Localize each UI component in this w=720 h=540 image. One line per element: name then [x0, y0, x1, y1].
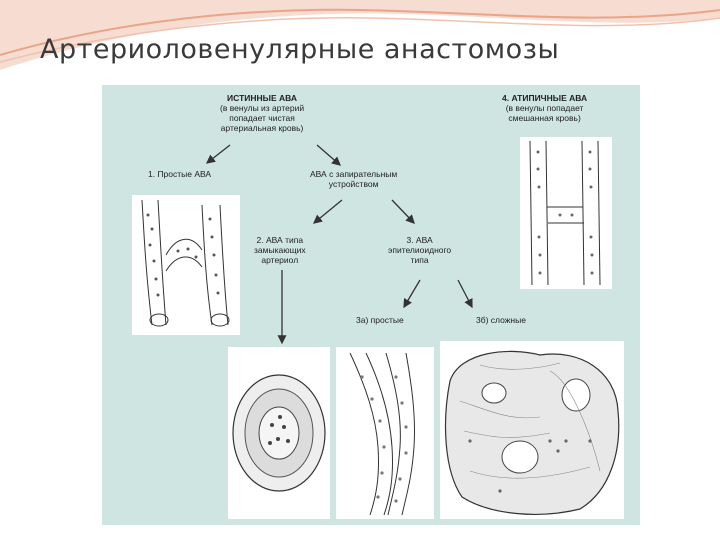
arrows-layer [205, 144, 473, 345]
complex-3b-label: 3б) сложные [476, 315, 526, 325]
true-aba-line4: артериальная кровь) [220, 123, 304, 133]
true-aba-title: ИСТИННЫЕ АВА [227, 93, 298, 103]
atypical-aba-line3: смешанная кровь) [508, 113, 581, 123]
closing-arterioles-illustration [228, 347, 330, 519]
epithelioid-line1: 3. АВА [406, 235, 433, 245]
simple-aba-illustration [132, 195, 240, 335]
simple-aba-label: 1. Простые АВА [148, 169, 212, 179]
atypical-aba-label: 4. АТИПИЧНЫЕ АВА (в венулы попадает смеш… [502, 93, 587, 123]
simple-3a-label: 3а) простые [356, 315, 404, 325]
closing-arterioles-line3: артериол [261, 255, 299, 265]
arrow-to-3b [457, 279, 473, 309]
closing-arterioles-drawing [232, 374, 326, 492]
slide-title: Артериоловенулярные анастомозы [40, 34, 560, 65]
locking-aba-line2: устройством [328, 179, 379, 189]
atypical-aba-line2: (в венулы попадает [505, 103, 584, 113]
closing-arterioles-label: 2. АВА типа замыкающих артериол [254, 235, 306, 265]
complex-epithelioid-drawing [444, 350, 620, 515]
arrow-to-simple-aba [205, 144, 231, 164]
simple-aba-drawing [141, 199, 230, 327]
atypical-aba-illustration [520, 137, 612, 289]
arrow-to-epithelioid [391, 199, 415, 224]
closing-arterioles-line1: 2. АВА типа [256, 235, 304, 245]
epithelioid-line2: эпителиоидного [388, 245, 452, 255]
atypical-aba-drawing [529, 140, 601, 286]
closing-arterioles-line2: замыкающих [254, 245, 306, 255]
arrow-to-3a [403, 279, 421, 309]
true-aba-line2: (в венулы из артерий [220, 103, 305, 113]
epithelioid-line3: типа [410, 255, 429, 265]
aba-classification-figure: ИСТИННЫЕ АВА (в венулы из артерий попада… [102, 85, 640, 525]
locking-aba-line1: АВА с запирательным [310, 169, 398, 179]
atypical-aba-title: 4. АТИПИЧНЫЕ АВА [502, 93, 588, 103]
simple-epithelioid-illustration [336, 347, 434, 519]
locking-aba-label: АВА с запирательным устройством [310, 169, 397, 189]
true-aba-label: ИСТИННЫЕ АВА (в венулы из артерий попада… [220, 93, 304, 133]
true-aba-line3: попадает чистая [229, 113, 295, 123]
arrow-to-closing-arterioles [312, 199, 343, 224]
simple-epithelioid-drawing [349, 352, 416, 516]
arrow-to-locking-aba [316, 144, 341, 166]
header-swoosh-decoration [0, 0, 720, 70]
complex-epithelioid-illustration [440, 341, 624, 519]
epithelioid-label: 3. АВА эпителиоидного типа [388, 235, 451, 265]
